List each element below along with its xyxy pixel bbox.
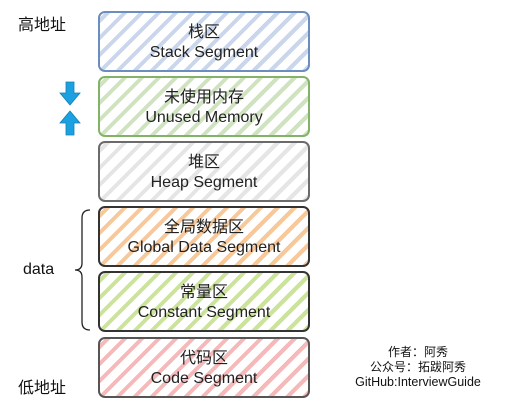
constant-segment: 常量区 Constant Segment xyxy=(98,271,310,332)
code-segment-cn: 代码区 xyxy=(179,347,228,367)
code-segment: 代码区 Code Segment xyxy=(98,337,310,398)
unused-memory-segment: 未使用内存 Unused Memory xyxy=(98,76,310,137)
constant-segment-en: Constant Segment xyxy=(137,303,271,321)
up-arrow-icon xyxy=(59,110,81,136)
global-data-segment-cn: 全局数据区 xyxy=(163,216,244,236)
heap-segment: 堆区 Heap Segment xyxy=(98,141,310,202)
stack-segment: 栈区 Stack Segment xyxy=(98,11,310,72)
credits: 作者：阿秀 公众号：拓跋阿秀 GitHub:InterviewGuide xyxy=(338,345,498,390)
global-data-segment: 全局数据区 Global Data Segment xyxy=(98,206,310,267)
global-data-segment-en: Global Data Segment xyxy=(127,238,281,256)
heap-segment-cn: 堆区 xyxy=(187,151,220,171)
credit-account: 公众号：拓跋阿秀 xyxy=(369,360,466,374)
heap-segment-en: Heap Segment xyxy=(150,173,258,191)
down-arrow-icon xyxy=(59,81,81,106)
low-address-label: 低地址 xyxy=(18,378,67,397)
high-address-label: 高地址 xyxy=(18,15,67,34)
credit-author: 作者：阿秀 xyxy=(387,345,448,359)
stack-segment-en: Stack Segment xyxy=(149,43,259,61)
code-segment-en: Code Segment xyxy=(150,369,258,387)
credit-github: GitHub:InterviewGuide xyxy=(355,375,481,389)
constant-segment-cn: 常量区 xyxy=(179,281,228,301)
data-group-label: data xyxy=(23,261,55,278)
unused-memory-cn: 未使用内存 xyxy=(163,86,244,106)
grow-direction-arrows-icon xyxy=(59,81,81,136)
data-group-brace-icon xyxy=(74,209,91,331)
stack-segment-cn: 栈区 xyxy=(187,21,220,41)
unused-memory-en: Unused Memory xyxy=(145,108,263,126)
